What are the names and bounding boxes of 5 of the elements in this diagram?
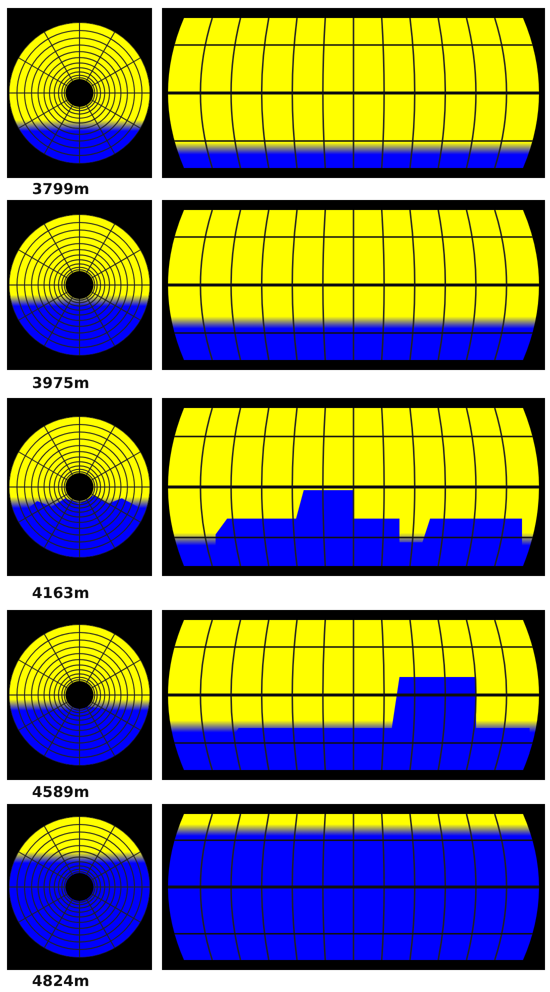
- depth-label: 4163m: [32, 584, 90, 602]
- depth-label: 4824m: [32, 972, 90, 990]
- depth-label: 4589m: [32, 783, 90, 801]
- depth-label: 3975m: [32, 374, 90, 392]
- depth-label: 3799m: [32, 180, 90, 198]
